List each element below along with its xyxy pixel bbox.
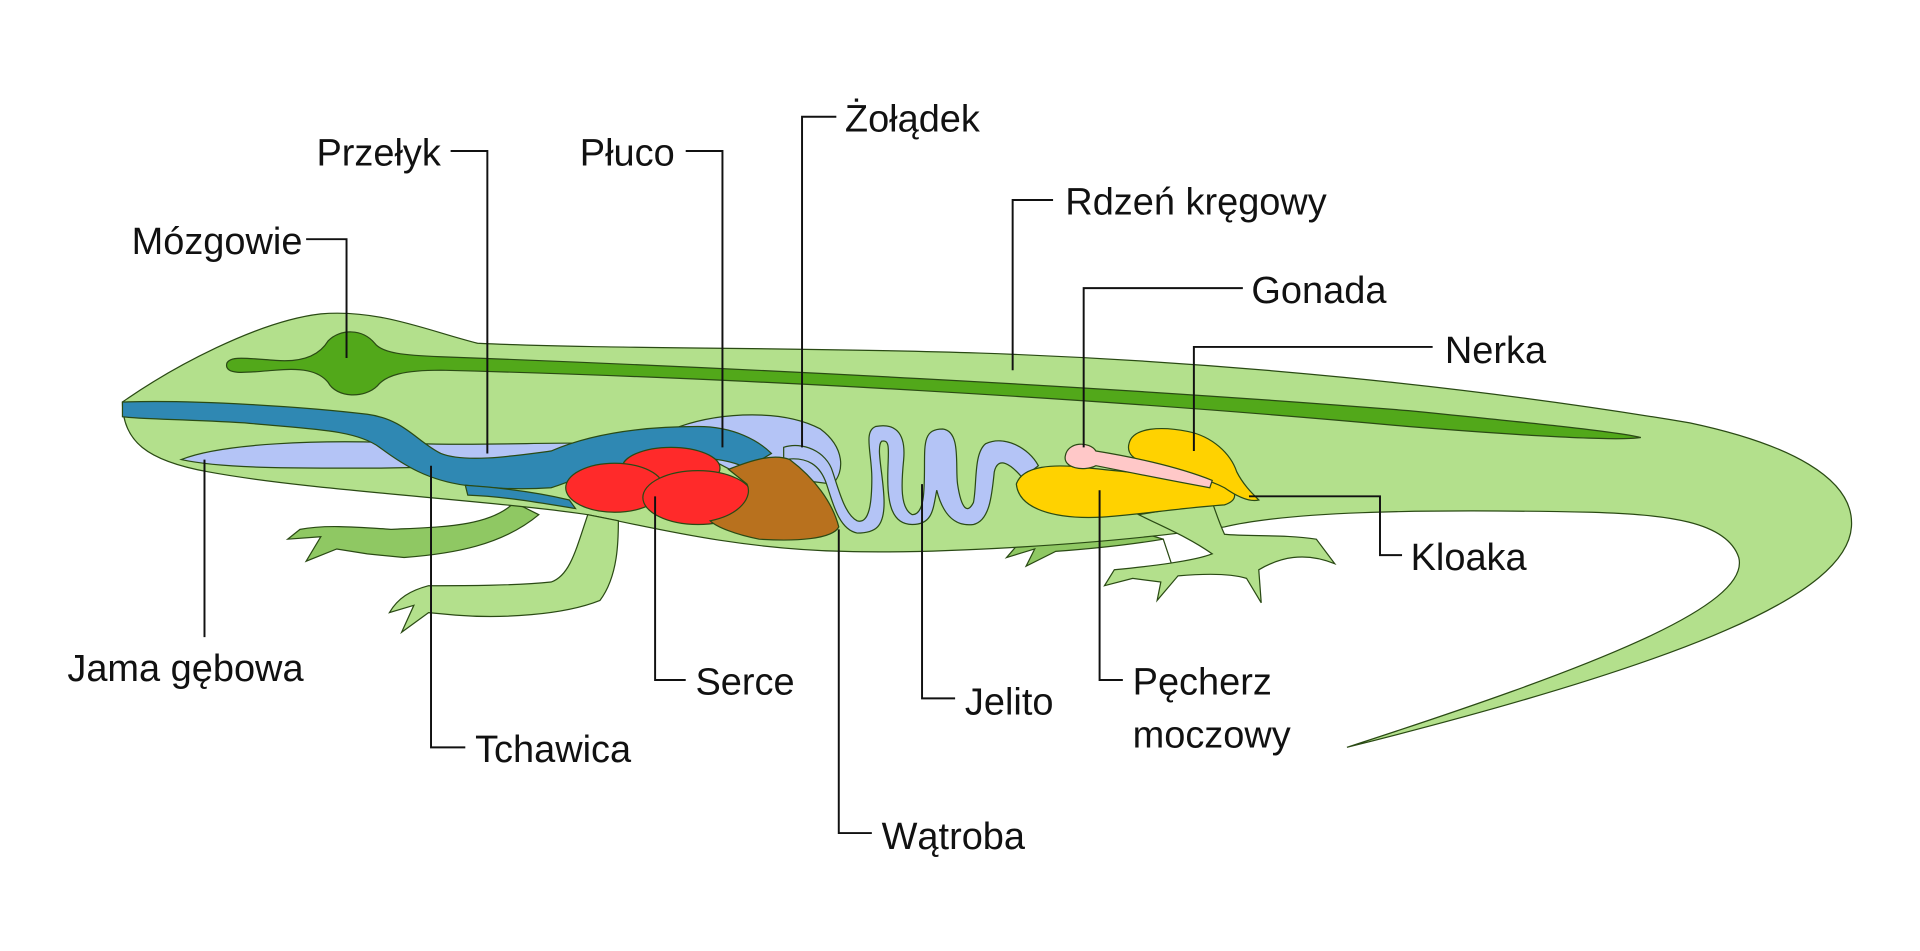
label-jelito: Jelito [965, 681, 1054, 723]
label-serce: Serce [696, 662, 795, 704]
near-hind-leg [1103, 501, 1337, 604]
leader-tchawica [430, 465, 466, 749]
leader-pecherz [1098, 490, 1123, 681]
label-jama: Jama gębowa [67, 648, 304, 690]
leader-kloaka [1248, 495, 1403, 557]
label-pecherz-line1: Pęcherz [1133, 662, 1272, 704]
leader-zoladek [801, 115, 837, 448]
label-watroba: Wątroba [882, 816, 1026, 858]
leader-watroba [837, 529, 872, 835]
label-pecherz-line2: moczowy [1133, 714, 1291, 756]
label-mozgowie: Mózgowie [132, 221, 303, 263]
near-front-leg [388, 513, 619, 635]
brain-and-spinal-cord [225, 331, 1641, 440]
leader-gonada [1082, 287, 1243, 448]
label-tchawica: Tchawica [475, 729, 632, 771]
label-kloaka: Kloaka [1411, 537, 1528, 579]
leader-serce [654, 496, 686, 681]
label-gonada: Gonada [1251, 270, 1387, 312]
label-pluco: Płuco [580, 133, 675, 175]
far-front-leg [285, 501, 540, 563]
label-przelyk: Przełyk [316, 133, 441, 175]
leader-jelito [921, 484, 956, 700]
label-rdzen: Rdzeń kręgowy [1065, 182, 1326, 224]
leader-rdzen [1011, 199, 1054, 371]
label-zoladek: Żołądek [845, 97, 981, 140]
leader-przelyk [450, 150, 489, 454]
intestine [783, 425, 1040, 534]
liver [708, 456, 840, 541]
label-nerka: Nerka [1445, 330, 1547, 372]
leader-mozgowie [306, 238, 348, 358]
trachea-lower [464, 484, 577, 510]
leader-pluco [685, 150, 724, 448]
gonad [1064, 443, 1214, 489]
leader-nerka [1192, 345, 1433, 452]
